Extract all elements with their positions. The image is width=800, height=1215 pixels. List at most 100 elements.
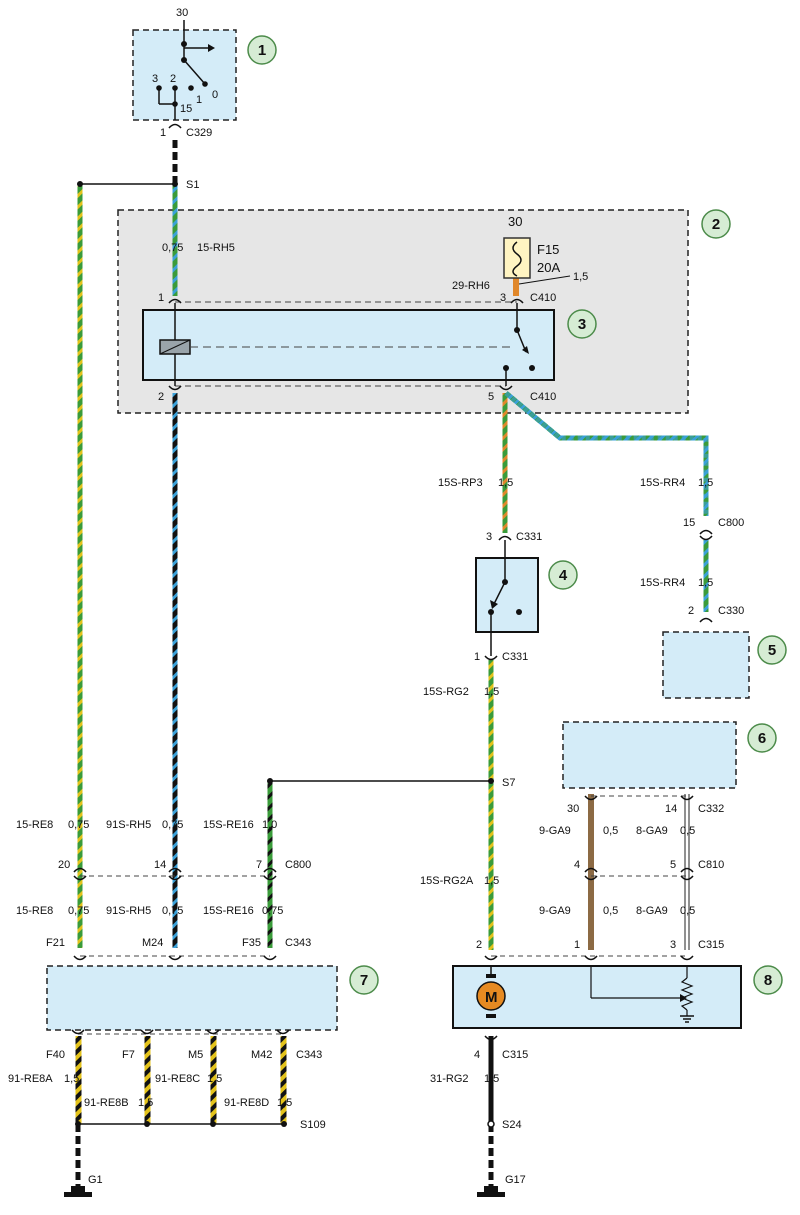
component-6-box — [562, 721, 737, 789]
c343-m24: M24 — [142, 937, 163, 949]
splice-s109-2 — [144, 1121, 150, 1127]
wire-15s-rp3 — [502, 393, 508, 533]
wire-15s-rr4-size-a: 1,5 — [698, 477, 713, 489]
c343-f7: F7 — [122, 1049, 135, 1061]
ground-g1-label: G1 — [88, 1174, 103, 1186]
wire-15-rh5-code: 15-RH5 — [197, 242, 235, 254]
wire-15s-rg2 — [488, 660, 494, 950]
fuse-wire-code: 29-RH6 — [452, 280, 490, 292]
relay-pin-5: 5 — [488, 391, 494, 403]
switch-pin-3: 3 — [152, 73, 158, 85]
wire-15s-rr4-lower — [703, 540, 709, 612]
c332-conn: C332 — [698, 803, 724, 815]
row-lower-code-1: 15-RE8 — [16, 905, 53, 917]
relay-conn-bottom: C410 — [530, 391, 556, 403]
row-upper-size-3: 1,0 — [262, 819, 277, 831]
c800-pin14: 14 — [154, 859, 166, 871]
splice-s1-label: S1 — [186, 179, 199, 191]
wire-8-ga9-code-b: 8-GA9 — [636, 905, 668, 917]
wire-91-re8b-size: 1,5 — [138, 1097, 153, 1109]
wire-15s-rp3-code: 15S-RP3 — [438, 477, 483, 489]
row-upper-labels: 15-RE8 0,75 91S-RH5 0,75 15S-RE16 1,0 — [16, 819, 277, 831]
row-lower-size-1: 0,75 — [68, 905, 89, 917]
ground-g17: G17 — [477, 1174, 526, 1197]
c810-conn: C810 — [698, 859, 724, 871]
relay-pin-3: 3 — [500, 292, 506, 304]
row-upper-size-2: 0,75 — [162, 819, 183, 831]
svg-text:1: 1 — [258, 42, 266, 59]
wire-91-re8d — [280, 1036, 287, 1124]
c315-bottom-pin: 4 — [474, 1049, 480, 1061]
wire-9-ga9-code-a: 9-GA9 — [539, 825, 571, 837]
potentiometer-icon — [680, 977, 694, 1011]
splice-s7-label: S7 — [502, 777, 515, 789]
component-8-motor-unit: M — [452, 965, 742, 1029]
c343-f40: F40 — [46, 1049, 65, 1061]
splice-s109-3 — [210, 1121, 216, 1127]
c800-pin7: 7 — [256, 859, 262, 871]
callout-6: 6 — [747, 723, 777, 753]
wire-91-re8b-code: 91-RE8B — [84, 1097, 129, 1109]
wire-91-re8c-size: 1,5 — [207, 1073, 222, 1085]
callout-2: 2 — [701, 209, 731, 239]
row-upper-size-1: 0,75 — [68, 819, 89, 831]
wire-91-re8b — [144, 1036, 151, 1124]
splice-s7 — [488, 778, 494, 784]
c331-bottom-conn: C331 — [502, 651, 528, 663]
component-5-box — [662, 631, 750, 699]
svg-text:6: 6 — [758, 730, 766, 747]
switch-pin-15: 15 — [180, 103, 192, 115]
callout-1: 1 — [247, 35, 277, 65]
wire-8-ga9-code-a: 8-GA9 — [636, 825, 668, 837]
switch-pin-0: 0 — [212, 89, 218, 101]
c329-pin: 1 — [160, 127, 166, 139]
wire-91-re8d-code: 91-RE8D — [224, 1097, 269, 1109]
switch-pin-30: 30 — [176, 7, 188, 19]
wire-15s-rr4-size-b: 1,5 — [698, 577, 713, 589]
svg-text:5: 5 — [768, 642, 776, 659]
wire-15s-re16 — [267, 781, 273, 948]
fuse-rating: 20A — [537, 260, 560, 275]
splice-s109-4 — [281, 1121, 287, 1127]
c331-bottom-pin: 1 — [474, 651, 480, 663]
callout-7: 7 — [349, 965, 379, 995]
wire-91-re8a — [75, 1036, 82, 1124]
wire-91-re8d-size: 1,5 — [277, 1097, 292, 1109]
wire-15-rh5-size: 0,75 — [162, 242, 183, 254]
splice-s1 — [172, 181, 178, 187]
fuse-wire-size: 1,5 — [573, 271, 588, 283]
motor-label: M — [485, 989, 498, 1006]
row-upper-code-1: 15-RE8 — [16, 819, 53, 831]
wire-15-rh5 — [172, 186, 178, 296]
row-lower-size-2: 0,75 — [162, 905, 183, 917]
wire-15s-rg2-code: 15S-RG2 — [423, 686, 469, 698]
relay-pin-2: 2 — [158, 391, 164, 403]
motor-icon — [476, 981, 506, 1011]
wire-29-rh6 — [513, 278, 519, 296]
wire-9-ga9-size-b: 0,5 — [603, 905, 618, 917]
wire-15s-rp3-size: 1,5 — [498, 477, 513, 489]
splice-s109-1 — [75, 1121, 81, 1127]
relay-box — [142, 309, 555, 381]
wire-31-rg2-size: 1,5 — [484, 1073, 499, 1085]
component-4-switch: 3 C331 1 C331 — [474, 531, 542, 663]
c343-m42: M42 — [251, 1049, 272, 1061]
callout-4: 4 — [548, 560, 578, 590]
c343-top-conn: C343 — [285, 937, 311, 949]
c343-m5: M5 — [188, 1049, 203, 1061]
c332-pin30: 30 — [567, 803, 579, 815]
wire-15s-rg2a-code: 15S-RG2A — [420, 875, 474, 887]
wire-9-ga9-code-b: 9-GA9 — [539, 905, 571, 917]
wire-9-ga9-size-a: 0,5 — [603, 825, 618, 837]
relay-pin-1: 1 — [158, 292, 164, 304]
svg-text:7: 7 — [360, 972, 368, 989]
callouts: 1 2 3 4 5 6 7 8 — [247, 35, 787, 995]
c343-f21: F21 — [46, 937, 65, 949]
c330-pin: 2 — [688, 605, 694, 617]
c315-top-conn: C315 — [698, 939, 724, 951]
wire-15s-rg2-size: 1,5 — [484, 686, 499, 698]
svg-text:8: 8 — [764, 972, 772, 989]
component-1-ignition-switch: 30 3 2 1 0 15 1 C329 — [132, 7, 237, 139]
row-upper-code-3: 15S-RE16 — [203, 819, 254, 831]
